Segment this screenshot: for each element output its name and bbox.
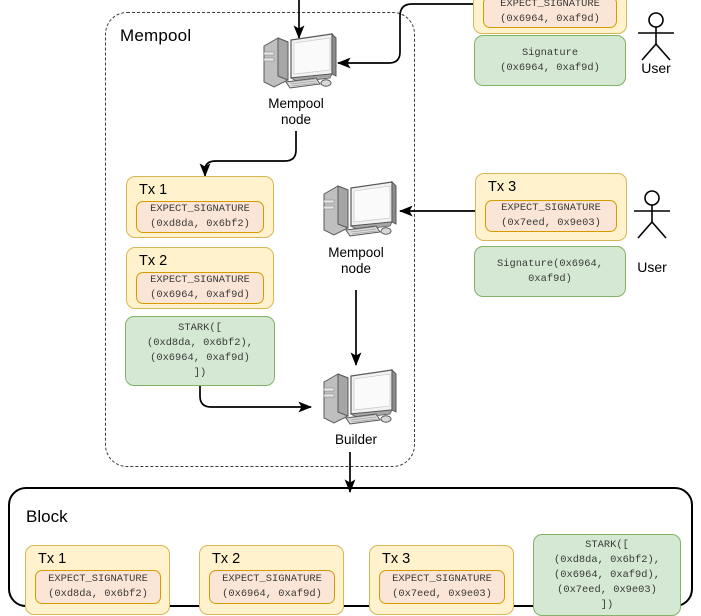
mempool-tx-2-expect-signature[interactable]: EXPECT_SIGNATURE (0x6964, 0xaf9d) (136, 272, 264, 304)
block-stark-proof[interactable]: STARK([ (0xd8da, 0x6bf2), (0x6964, 0xaf9… (533, 534, 681, 616)
mempool-node-2-label-line2: node (340, 261, 372, 276)
block-tx-1-expect-signature[interactable]: EXPECT_SIGNATURE (0xd8da, 0x6bf2) (35, 570, 161, 604)
mempool-container (105, 12, 415, 467)
user-2-tx-3-expect-signature[interactable]: EXPECT_SIGNATURE (0x7eed, 0x9e03) (485, 200, 617, 232)
builder-node-label: Builder (296, 432, 416, 448)
mempool-tx-1-label: Tx 1 (139, 182, 168, 198)
user-2-tx-3-label: Tx 3 (488, 179, 517, 195)
mempool-node-1-icon (263, 32, 337, 89)
block-tx-2-label: Tx 2 (212, 551, 241, 567)
mempool-node-2-icon (323, 180, 397, 237)
mempool-tx-1-expect-signature[interactable]: EXPECT_SIGNATURE (0xd8da, 0x6bf2) (136, 201, 264, 233)
mempool-node-2-label-line1: Mempool (328, 245, 384, 260)
block-tx-3-label: Tx 3 (382, 551, 411, 567)
builder-node-label-line1: Builder (334, 432, 378, 447)
block-tx-1-label: Tx 1 (38, 551, 67, 567)
user-2-figure-icon (634, 190, 670, 239)
mempool-node-1-label: Mempool node (236, 96, 356, 128)
builder-node-icon (323, 368, 397, 425)
block-tx-2-expect-signature[interactable]: EXPECT_SIGNATURE (0x6964, 0xaf9d) (209, 570, 335, 604)
mempool-node-2-label: Mempool node (296, 245, 416, 277)
user-2-signature[interactable]: Signature(0x6964, 0xaf9d) (474, 246, 626, 297)
mempool-stark-proof[interactable]: STARK([ (0xd8da, 0x6bf2), (0x6964, 0xaf9… (125, 316, 275, 386)
block-tx-3-expect-signature[interactable]: EXPECT_SIGNATURE (0x7eed, 0x9e03) (379, 570, 505, 604)
mempool-node-1-label-line1: Mempool (268, 96, 324, 111)
user-1-figure-icon (638, 12, 674, 61)
mempool-node-1-label-line2: node (280, 112, 312, 127)
user-2-label: User (637, 259, 667, 275)
mempool-title: Mempool (120, 26, 192, 45)
user-1-label: User (641, 60, 671, 76)
mempool-tx-2-label: Tx 2 (139, 253, 168, 269)
user-1-tx-expect-signature[interactable]: EXPECT_SIGNATURE (0x6964, 0xaf9d) (483, 0, 617, 28)
block-title: Block (26, 507, 68, 526)
user-1-signature[interactable]: Signature (0x6964, 0xaf9d) (474, 35, 626, 86)
